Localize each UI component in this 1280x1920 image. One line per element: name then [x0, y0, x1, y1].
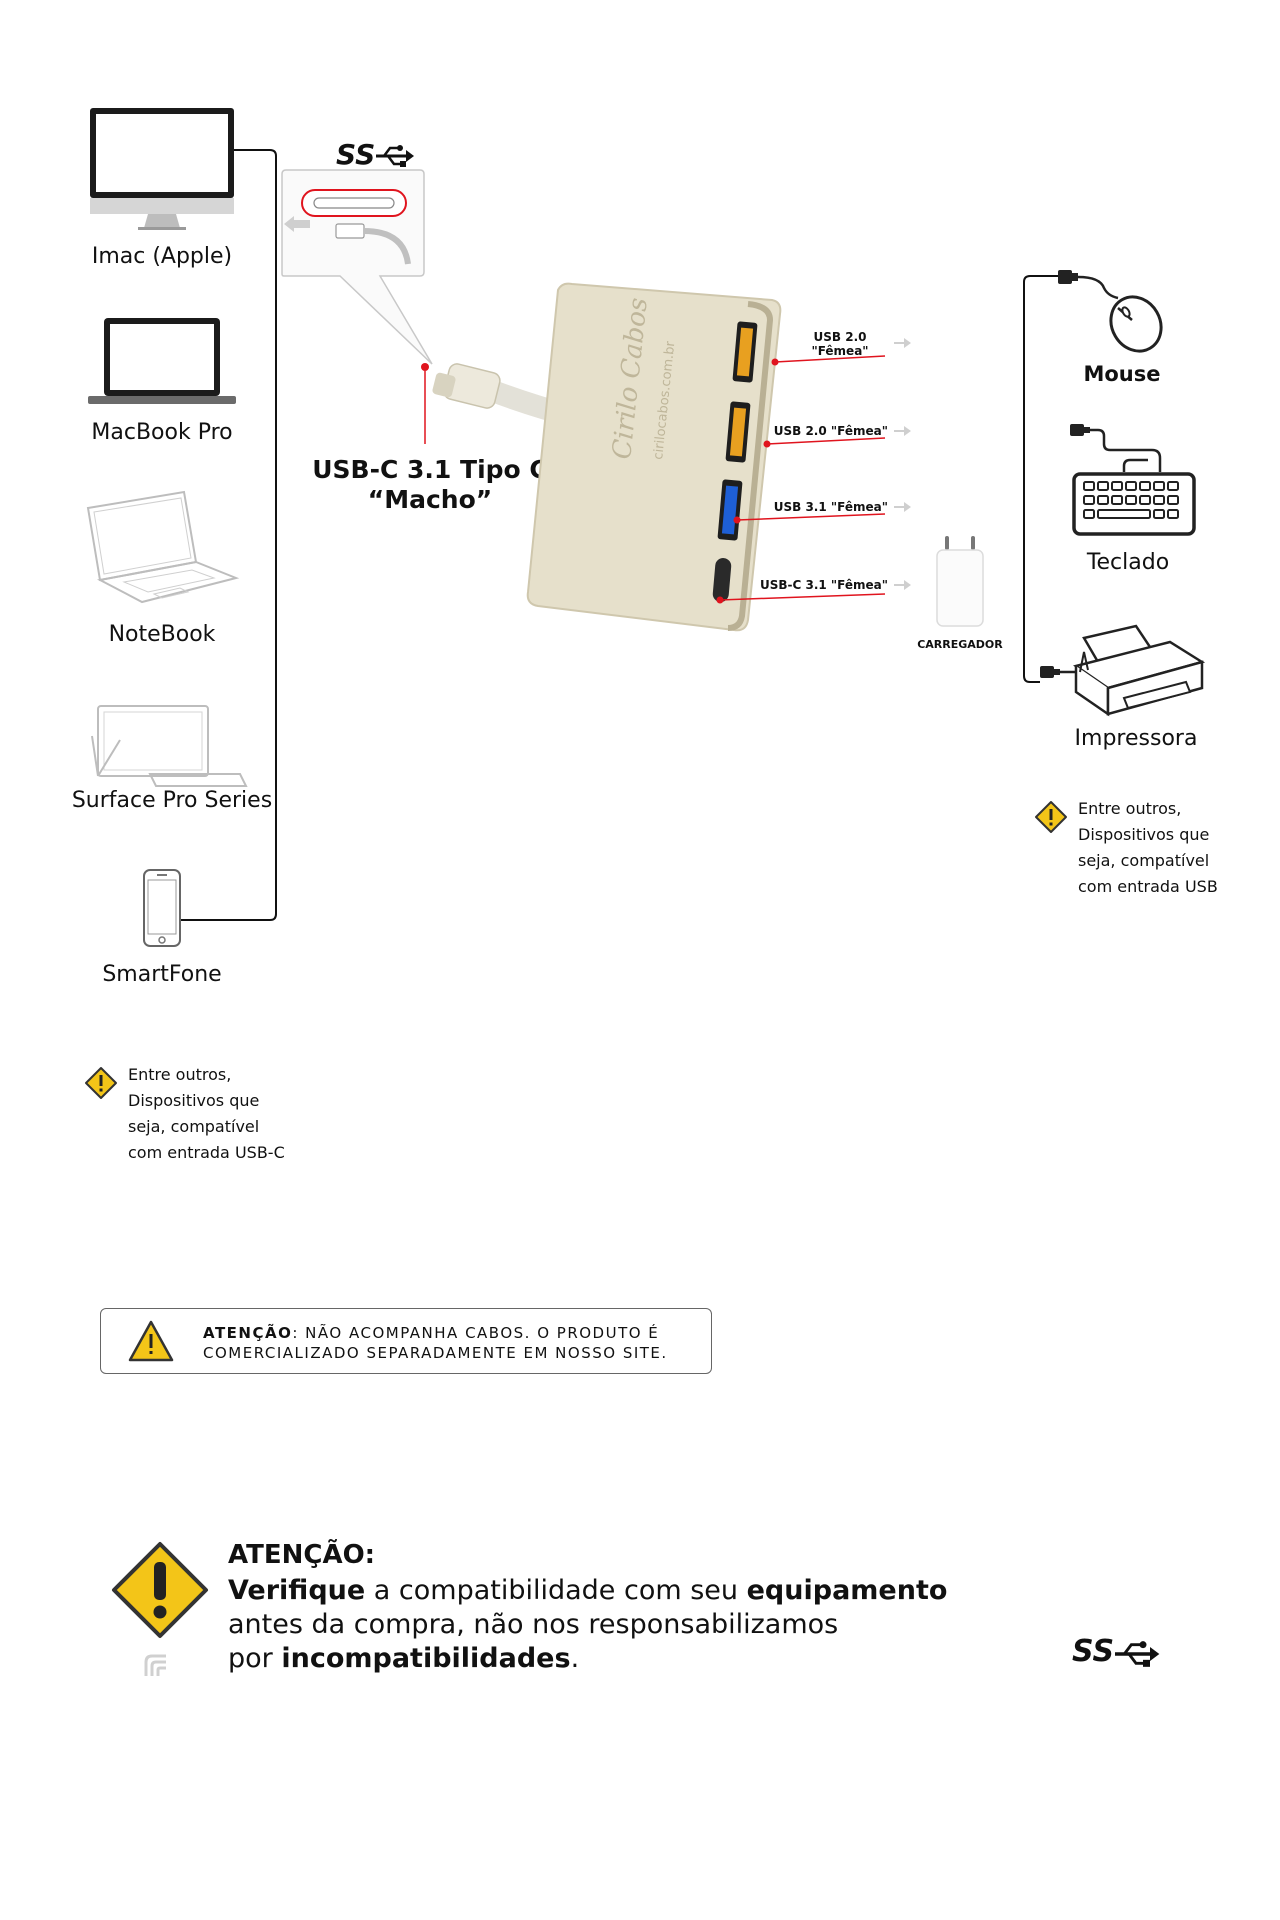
device-label-macbook: MacBook Pro [91, 420, 233, 445]
port-label-usbc31: USB-C 3.1 "Fêmea" [759, 578, 888, 592]
notebook-icon [86, 490, 240, 604]
port-label-usb20-2: USB 2.0 "Fêmea" [773, 424, 888, 438]
device-label-printer: Impressora [1074, 726, 1198, 751]
usb-trident-icon-top [376, 145, 414, 167]
port-label-usb31: USB 3.1 "Fêmea" [773, 500, 888, 514]
left-compat-note: Entre outros, Dispositivos que seja, com… [128, 1065, 285, 1162]
male-connector-label: USB-C 3.1 Tipo C “Macho” [312, 455, 548, 514]
device-label-smartphone: SmartFone [102, 962, 222, 987]
charger-icon [936, 536, 984, 627]
printer-icon [1040, 624, 1206, 717]
no-cables-warning-text: ATENÇÃO: NÃO ACOMPANHA CABOS. O PRODUTO … [203, 1324, 668, 1362]
port-label-usb20-1: USB 2.0 "Fêmea" [811, 330, 869, 358]
warning-small-icon-left [85, 1067, 117, 1099]
hub-device: Cirilo Cabos cirilocabos.com.br [432, 282, 782, 632]
device-label-keyboard: Teclado [1086, 550, 1170, 575]
bottom-warning-title: ATENÇÃO: [228, 1540, 376, 1570]
warning-small-icon-right [1035, 801, 1067, 833]
keyboard-icon [1070, 424, 1196, 536]
no-cables-warning-box: ATENÇÃO: NÃO ACOMPANHA CABOS. O PRODUTO … [100, 1308, 712, 1374]
male-indicator-line [421, 363, 429, 444]
usb-ss-logo-bottom: SS [1072, 1634, 1115, 1669]
device-label-notebook: NoteBook [108, 622, 216, 647]
right-compat-note: Entre outros, Dispositivos que seja, com… [1078, 799, 1218, 896]
surface-icon [91, 705, 248, 787]
imac-icon [90, 108, 234, 230]
charger-label: CARREGADOR [917, 638, 1003, 651]
device-label-mouse: Mouse [1083, 362, 1161, 386]
device-label-surface: Surface Pro Series [71, 788, 273, 813]
macbook-icon [88, 318, 236, 404]
mouse-icon [1058, 270, 1163, 353]
big-warning-icon [112, 1542, 208, 1638]
usb-ss-logo-top: SS [336, 138, 376, 171]
warning-triangle-icon [128, 1320, 174, 1362]
arrow-left-icon [284, 216, 310, 232]
device-label-imac: Imac (Apple) [91, 244, 233, 269]
brand-watermark-icon [144, 1654, 166, 1676]
smartphone-icon [143, 869, 181, 947]
connector-callout [281, 169, 433, 365]
bottom-warning-text: Verifique a compatibilidade com seu equi… [228, 1575, 948, 1674]
usb-trident-icon-bottom [1115, 1641, 1160, 1667]
